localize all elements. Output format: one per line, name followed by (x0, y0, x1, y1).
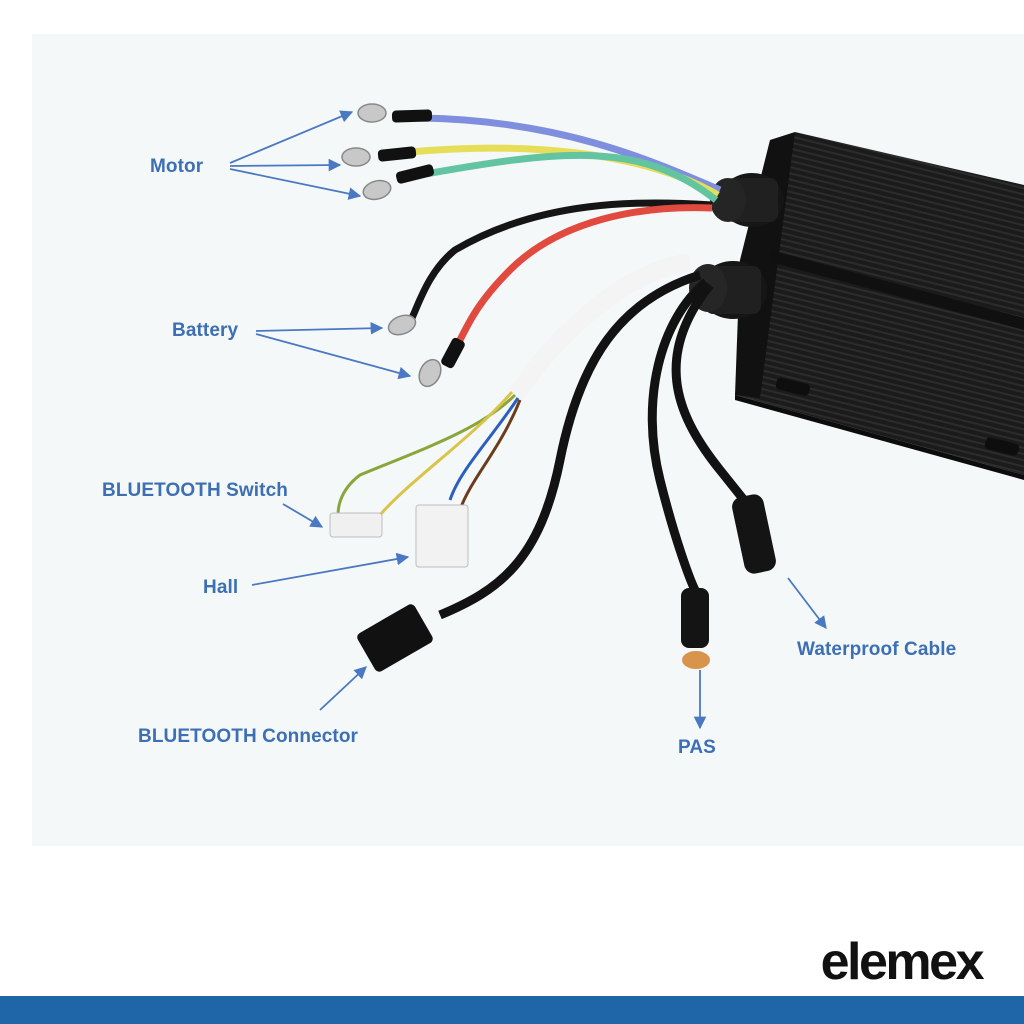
label-bluetooth-connector: BLUETOOTH Connector (138, 726, 359, 747)
pas-cable (647, 278, 709, 593)
label-pas: PAS (678, 737, 716, 758)
bluetooth-cable (438, 270, 702, 620)
label-motor: Motor (150, 156, 204, 177)
bluetooth-switch-plug (329, 512, 383, 538)
brand-logo: elemex (820, 933, 985, 991)
label-hall: Hall (203, 577, 239, 598)
cable-gland-upper (710, 173, 784, 227)
signal-harness-white (508, 253, 692, 402)
arrow-motor-3 (229, 168, 362, 200)
footer-bar (0, 996, 1024, 1024)
label-battery: Battery (172, 320, 239, 341)
bluetooth-usb-plug (357, 604, 433, 672)
hall-plug (415, 504, 469, 568)
label-bluetooth-switch: BLUETOOTH Switch (102, 480, 288, 501)
arrow-bt-connector (319, 666, 367, 711)
arrow-motor-1 (229, 110, 354, 164)
pas-connector-tip (682, 651, 710, 669)
arrow-motor-2 (229, 158, 342, 172)
callout-arrows (229, 110, 827, 730)
arrow-bt-switch (282, 503, 324, 528)
battery-ring-terminals (387, 314, 442, 388)
battery-wire-red (456, 204, 713, 342)
arrow-battery-2 (255, 333, 412, 380)
motor-ring-terminals (341, 103, 392, 201)
battery-wire-black (408, 199, 713, 320)
motor-wire-blue (419, 114, 722, 194)
arrow-hall (251, 552, 410, 586)
arrow-battery-1 (255, 321, 384, 335)
label-waterproof-cable: Waterproof Cable (797, 639, 957, 660)
motor-wire-green (419, 151, 719, 203)
arrow-waterproof (787, 577, 827, 630)
